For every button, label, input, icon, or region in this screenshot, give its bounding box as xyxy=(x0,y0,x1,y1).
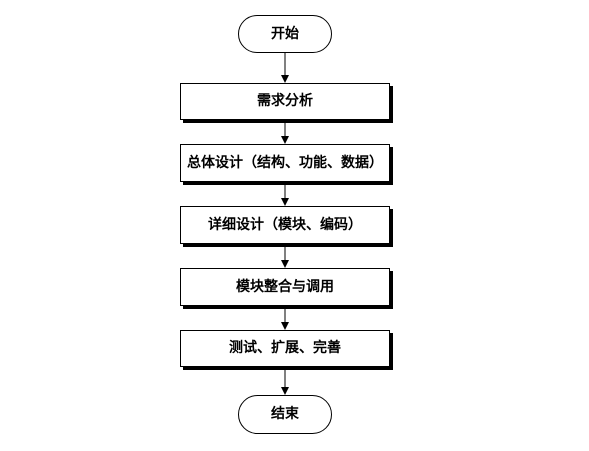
step-testing-extension: 测试、扩展、完善 xyxy=(180,330,390,367)
end-node: 结束 xyxy=(238,395,332,434)
start-node: 开始 xyxy=(238,15,332,53)
step-detailed-design: 详细设计（模块、编码） xyxy=(180,206,390,244)
step-overall-design: 总体设计（结构、功能、数据） xyxy=(180,144,390,182)
end-label: 结束 xyxy=(271,406,299,422)
step-requirements-analysis: 需求分析 xyxy=(180,83,390,120)
start-label: 开始 xyxy=(271,25,299,42)
step-label: 详细设计（模块、编码） xyxy=(208,216,362,233)
step-module-integration: 模块整合与调用 xyxy=(180,268,390,306)
step-label: 总体设计（结构、功能、数据） xyxy=(187,154,383,171)
step-label: 模块整合与调用 xyxy=(236,278,334,295)
step-label: 需求分析 xyxy=(257,93,313,109)
step-label: 测试、扩展、完善 xyxy=(229,340,341,356)
